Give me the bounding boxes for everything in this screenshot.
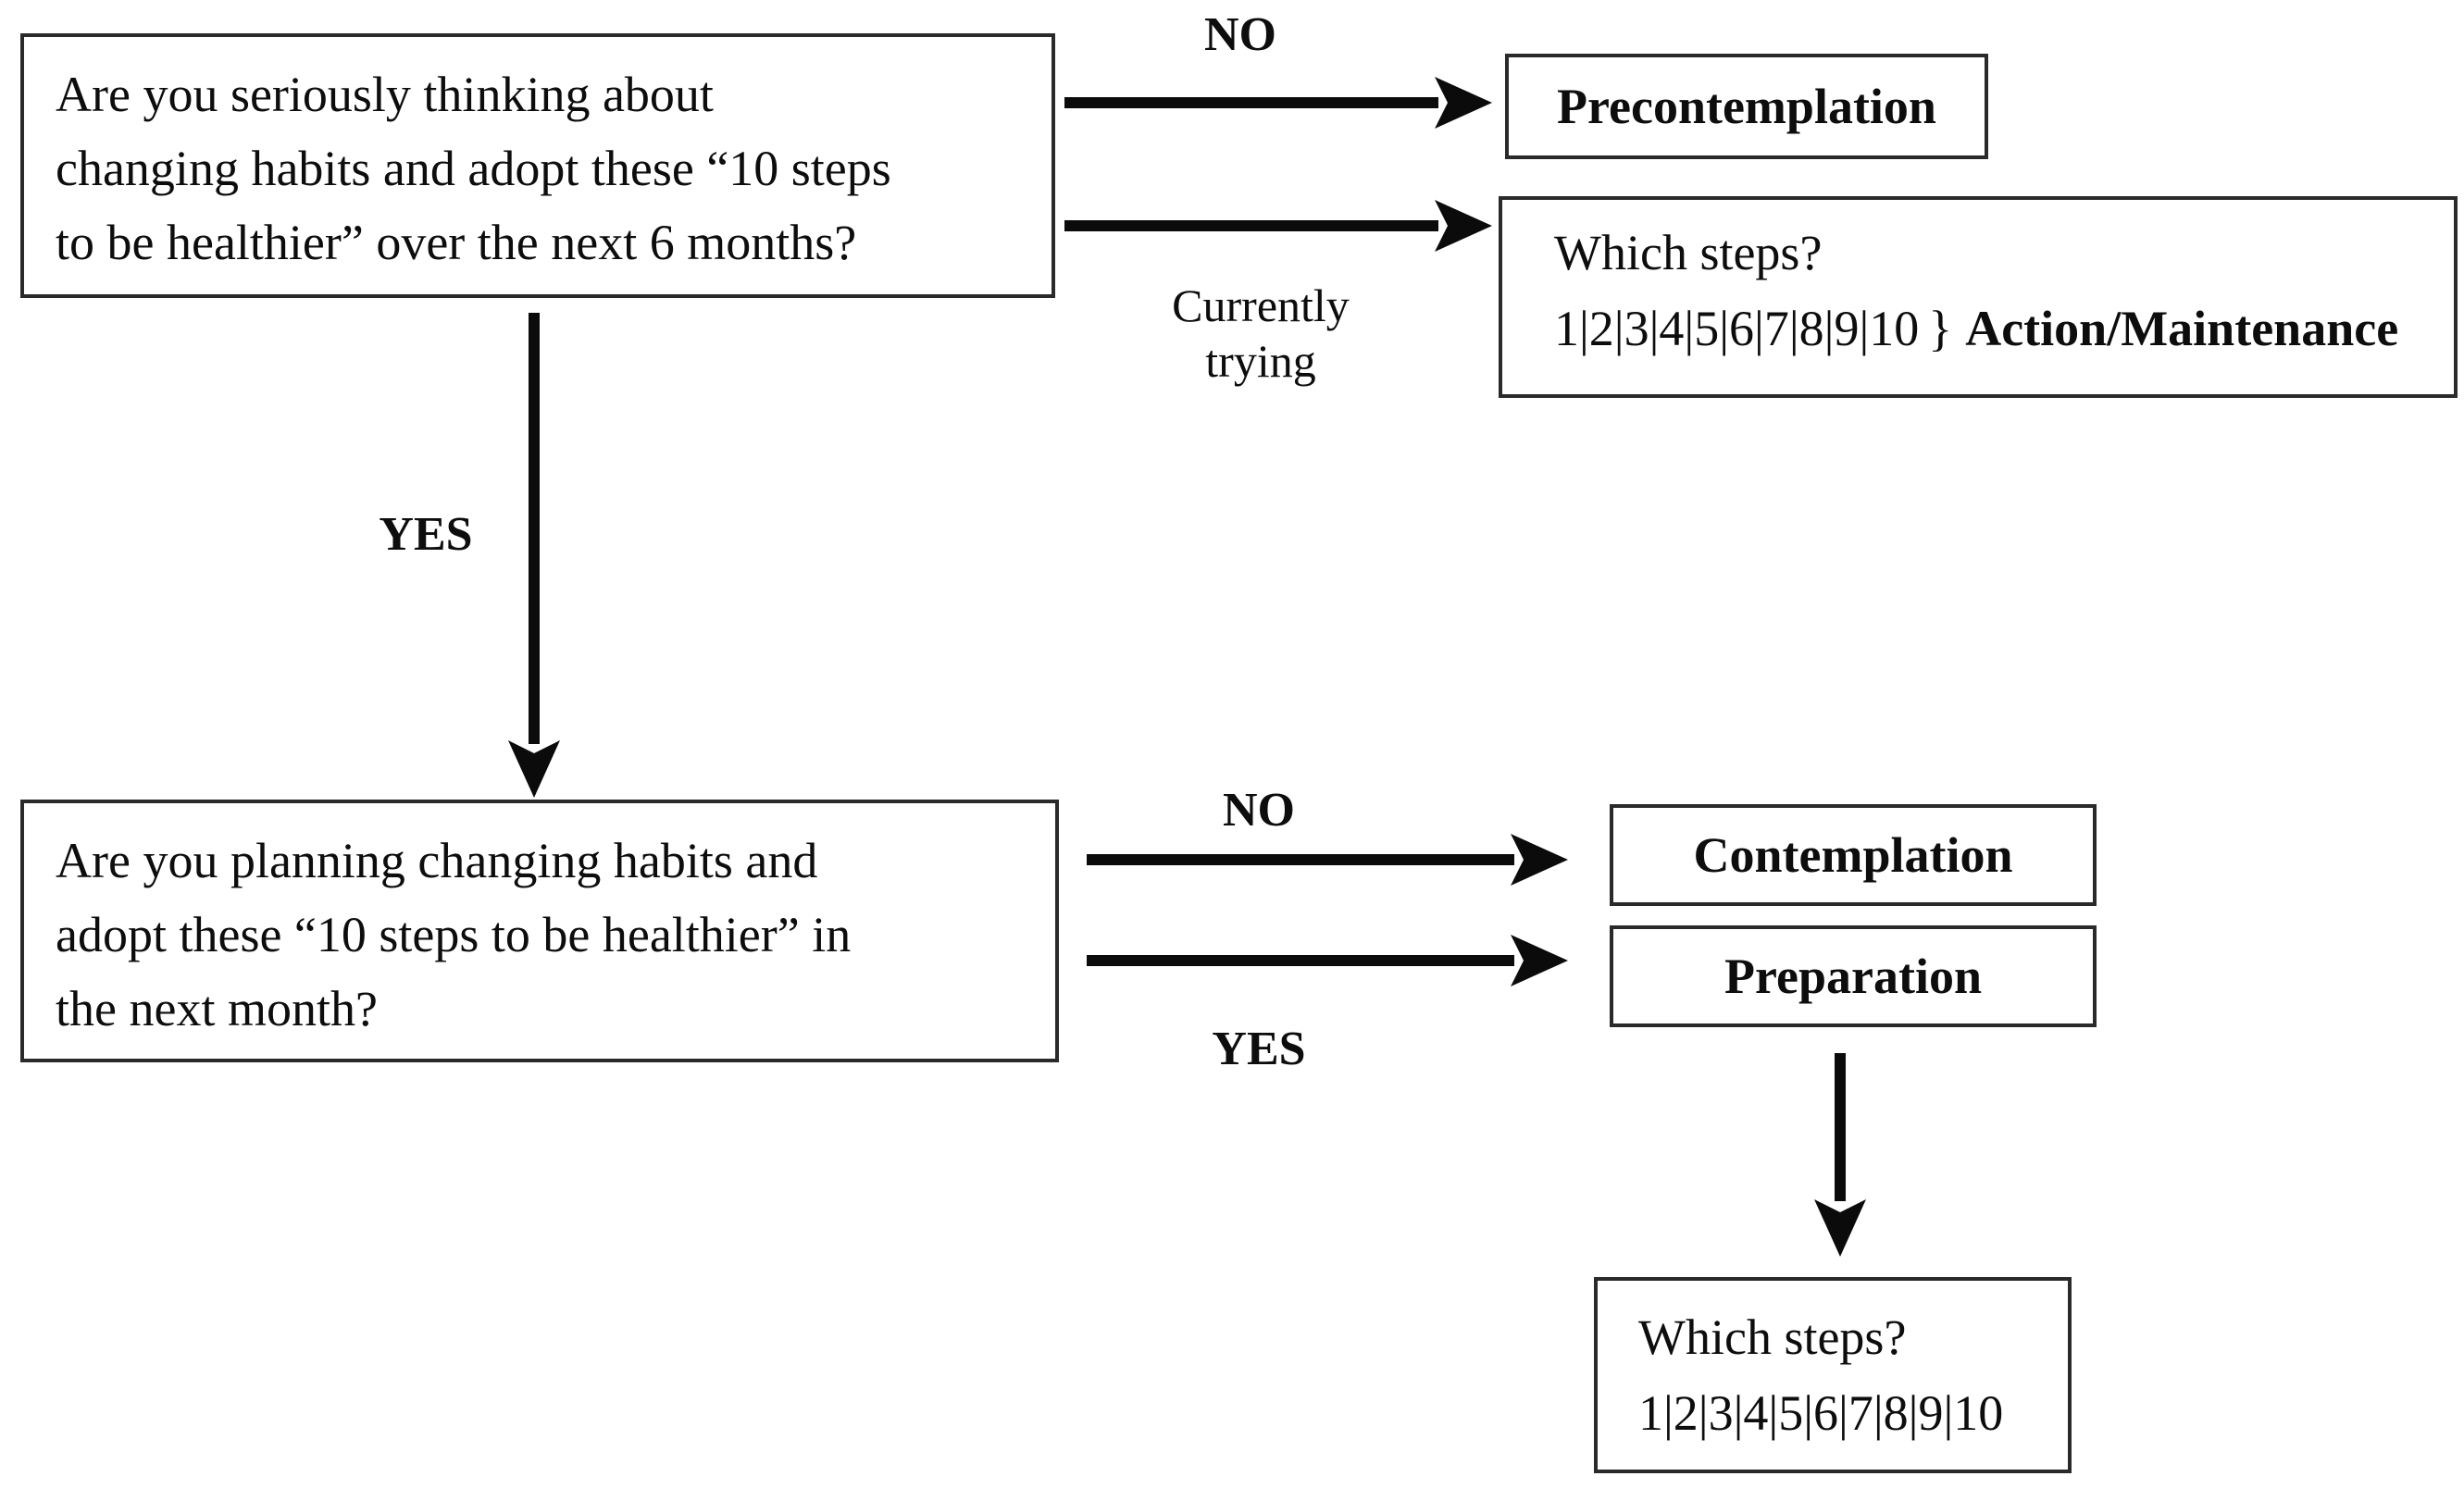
arrow-shaft xyxy=(1835,1053,1846,1201)
currently-trying-label: Currently trying xyxy=(1145,278,1376,389)
yes-label-bottom: YES xyxy=(1212,1023,1306,1075)
preparation-label: Preparation xyxy=(1724,949,1982,1004)
currently-trying-line: trying xyxy=(1205,335,1316,387)
arrowhead-down-icon xyxy=(1814,1199,1866,1257)
arrow-shaft xyxy=(1064,97,1438,108)
which-steps-text: Which steps? xyxy=(1638,1309,1907,1365)
question-text-line: Are you seriously thinking about xyxy=(56,67,714,122)
contemplation-box: Contemplation xyxy=(1610,804,2097,906)
preparation-box: Preparation xyxy=(1610,925,2097,1027)
question-box-six-months: Are you seriously thinking about changin… xyxy=(20,33,1055,298)
steps-scale-line: 1|2|3|4|5|6|7|8|9|10}Action/Maintenance xyxy=(1554,291,2445,366)
arrow-shaft xyxy=(1064,220,1438,231)
question-box-next-month: Are you planning changing habits and ado… xyxy=(20,800,1059,1062)
arrowhead-right-icon xyxy=(1435,200,1492,252)
question-text-line: the next month? xyxy=(56,981,378,1036)
arrow-shaft xyxy=(1087,854,1514,865)
arrowhead-right-icon xyxy=(1511,935,1568,986)
no-label-top: NO xyxy=(1204,8,1276,61)
action-maintenance-box: Which steps? 1|2|3|4|5|6|7|8|9|10}Action… xyxy=(1499,196,2458,398)
brace-glyph: } xyxy=(1928,301,1953,356)
precontemplation-box: Precontemplation xyxy=(1505,54,1988,159)
arrowhead-right-icon xyxy=(1511,834,1568,886)
question-text-line: to be healthier” over the next 6 months? xyxy=(56,215,857,270)
which-steps-text: Which steps? xyxy=(1554,225,1823,280)
arrow-shaft xyxy=(1087,955,1514,966)
final-which-steps-box: Which steps? 1|2|3|4|5|6|7|8|9|10 xyxy=(1594,1277,2072,1473)
yes-label-left: YES xyxy=(379,508,473,561)
arrow-shaft xyxy=(529,313,540,744)
steps-scale-text: 1|2|3|4|5|6|7|8|9|10 xyxy=(1638,1385,2004,1441)
steps-scale-text: 1|2|3|4|5|6|7|8|9|10 xyxy=(1554,301,1920,356)
question-text-line: adopt these “10 steps to be healthier” i… xyxy=(56,907,852,962)
no-label-middle: NO xyxy=(1223,784,1295,837)
contemplation-label: Contemplation xyxy=(1693,827,2013,883)
arrowhead-down-icon xyxy=(508,740,560,798)
currently-trying-line: Currently xyxy=(1172,279,1350,331)
question-text-line: Are you planning changing habits and xyxy=(56,833,818,888)
precontemplation-label: Precontemplation xyxy=(1557,79,1936,134)
question-text-line: changing habits and adopt these “10 step… xyxy=(56,141,891,196)
arrowhead-right-icon xyxy=(1435,77,1492,129)
action-maintenance-label: Action/Maintenance xyxy=(1965,301,2399,356)
